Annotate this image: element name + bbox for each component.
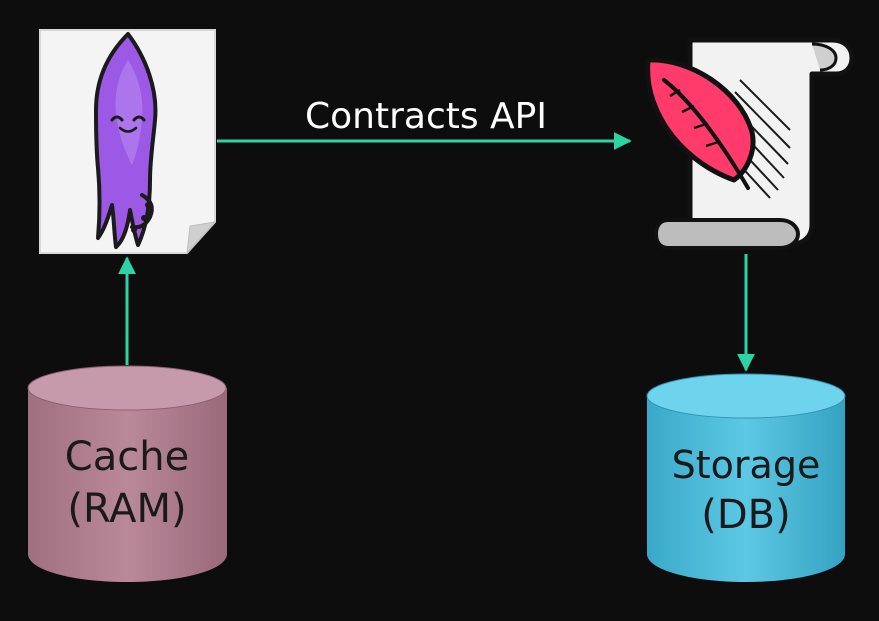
storage-label-line1: Storage [672, 443, 821, 487]
storage-cylinder: Storage (DB) [646, 373, 846, 582]
cache-label-line2: (RAM) [67, 486, 186, 532]
cache-cylinder: Cache (RAM) [27, 365, 227, 582]
storage-label-line2: (DB) [701, 492, 790, 538]
cache-label-line1: Cache [65, 434, 189, 480]
octopus-document-icon [39, 29, 217, 255]
quill-scroll-icon [645, 37, 855, 250]
edge-label: Contracts API [305, 96, 547, 137]
